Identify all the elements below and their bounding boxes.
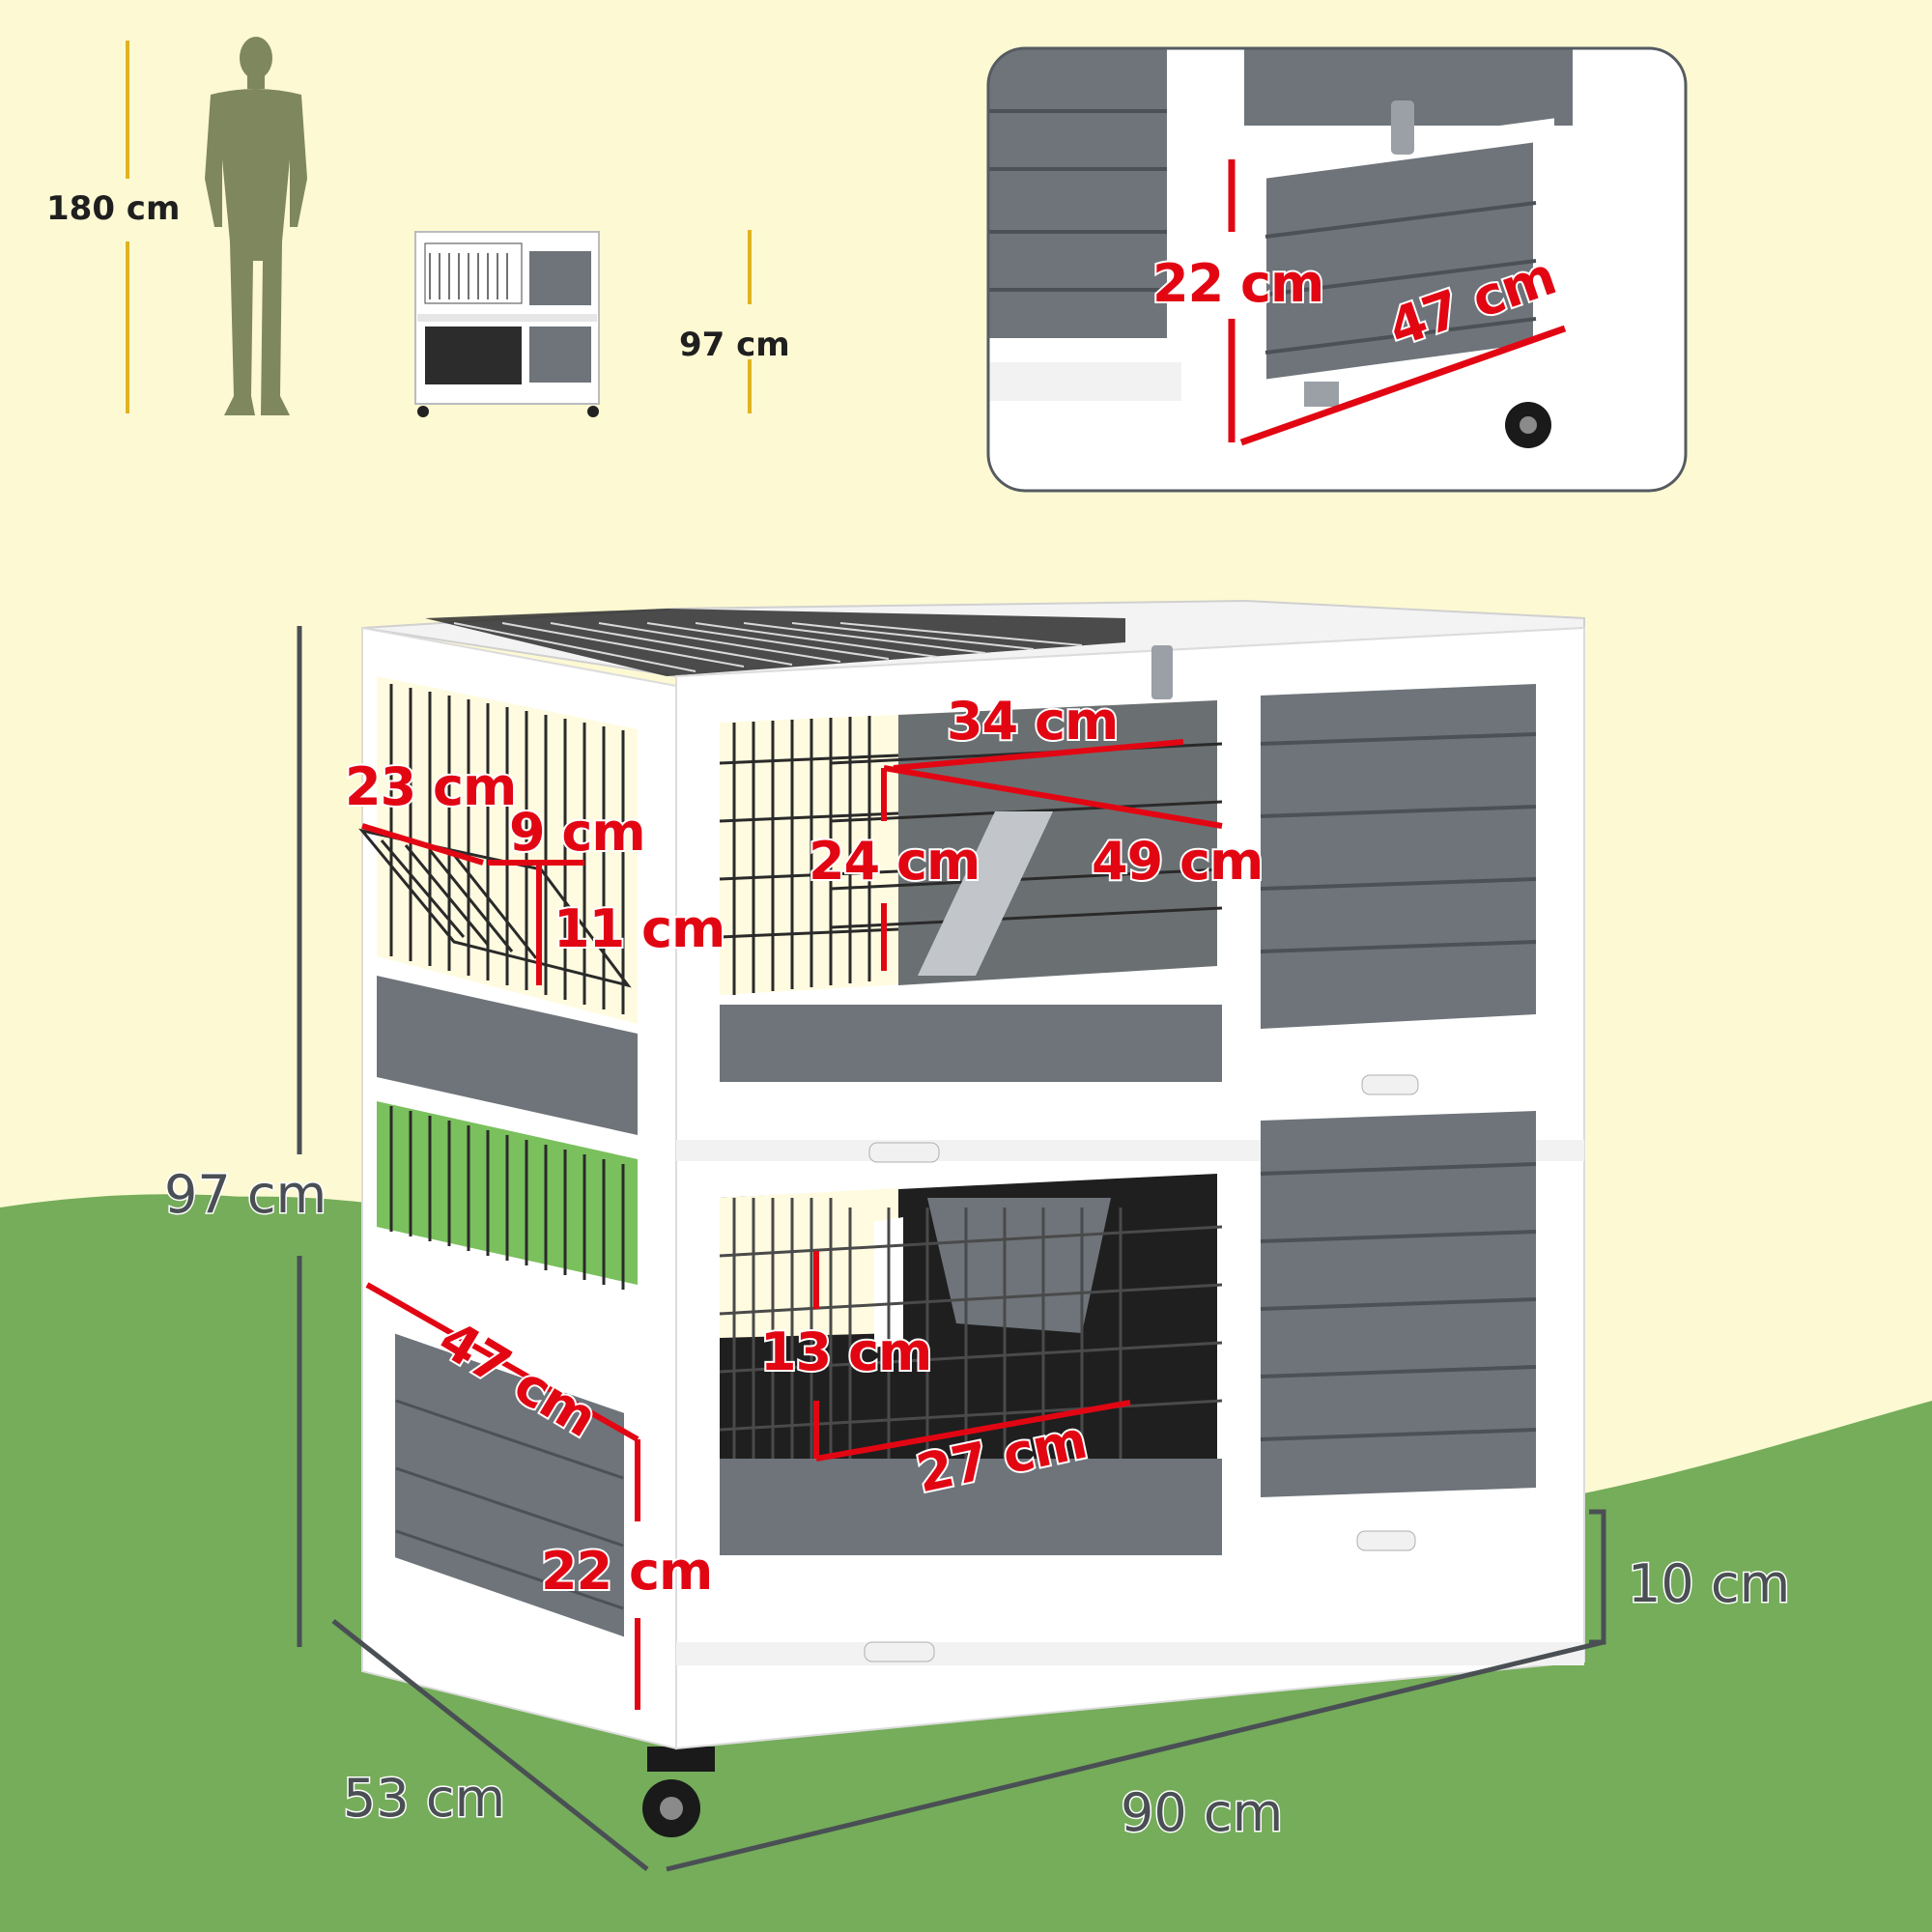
hutch-thumbnail-height-label: 97 cm [679,326,790,364]
upper-opening-height-label: 24 cm [807,829,982,894]
overall-dimension-lines [297,626,1606,1872]
person-height-label: 180 cm [46,189,181,228]
rack-width-label: 23 cm [343,754,519,819]
front-mesh-lower [719,1198,1223,1502]
ramp-length-label: 49 cm [1090,829,1265,894]
total-height-label: 97 cm [162,1163,327,1227]
lower-opening-height-label: 13 cm [758,1320,934,1384]
caster-front-left [642,1747,715,1837]
inset-door-detail [986,46,1688,493]
inset-door-height-label: 22 cm [1151,251,1326,316]
person-silhouette [205,37,307,415]
rabbit-hutch [358,599,1585,1837]
depth-label: 53 cm [341,1767,506,1831]
latch [1151,645,1173,699]
rack-height-label: 11 cm [552,896,727,961]
rack-depth-label: 9 cm [507,800,648,865]
leg-height-label: 10 cm [1626,1552,1791,1616]
upper-opening-width-label: 34 cm [945,689,1121,753]
scale-reference [126,37,752,417]
detail-dimension-lines [361,739,1223,1710]
hay-rack [358,828,632,988]
width-label: 90 cm [1119,1781,1284,1845]
hutch-thumbnail [414,231,600,417]
roof-mesh [453,622,1083,672]
side-mesh-lower [389,1106,625,1290]
side-door-height-label: 22 cm [539,1539,715,1604]
